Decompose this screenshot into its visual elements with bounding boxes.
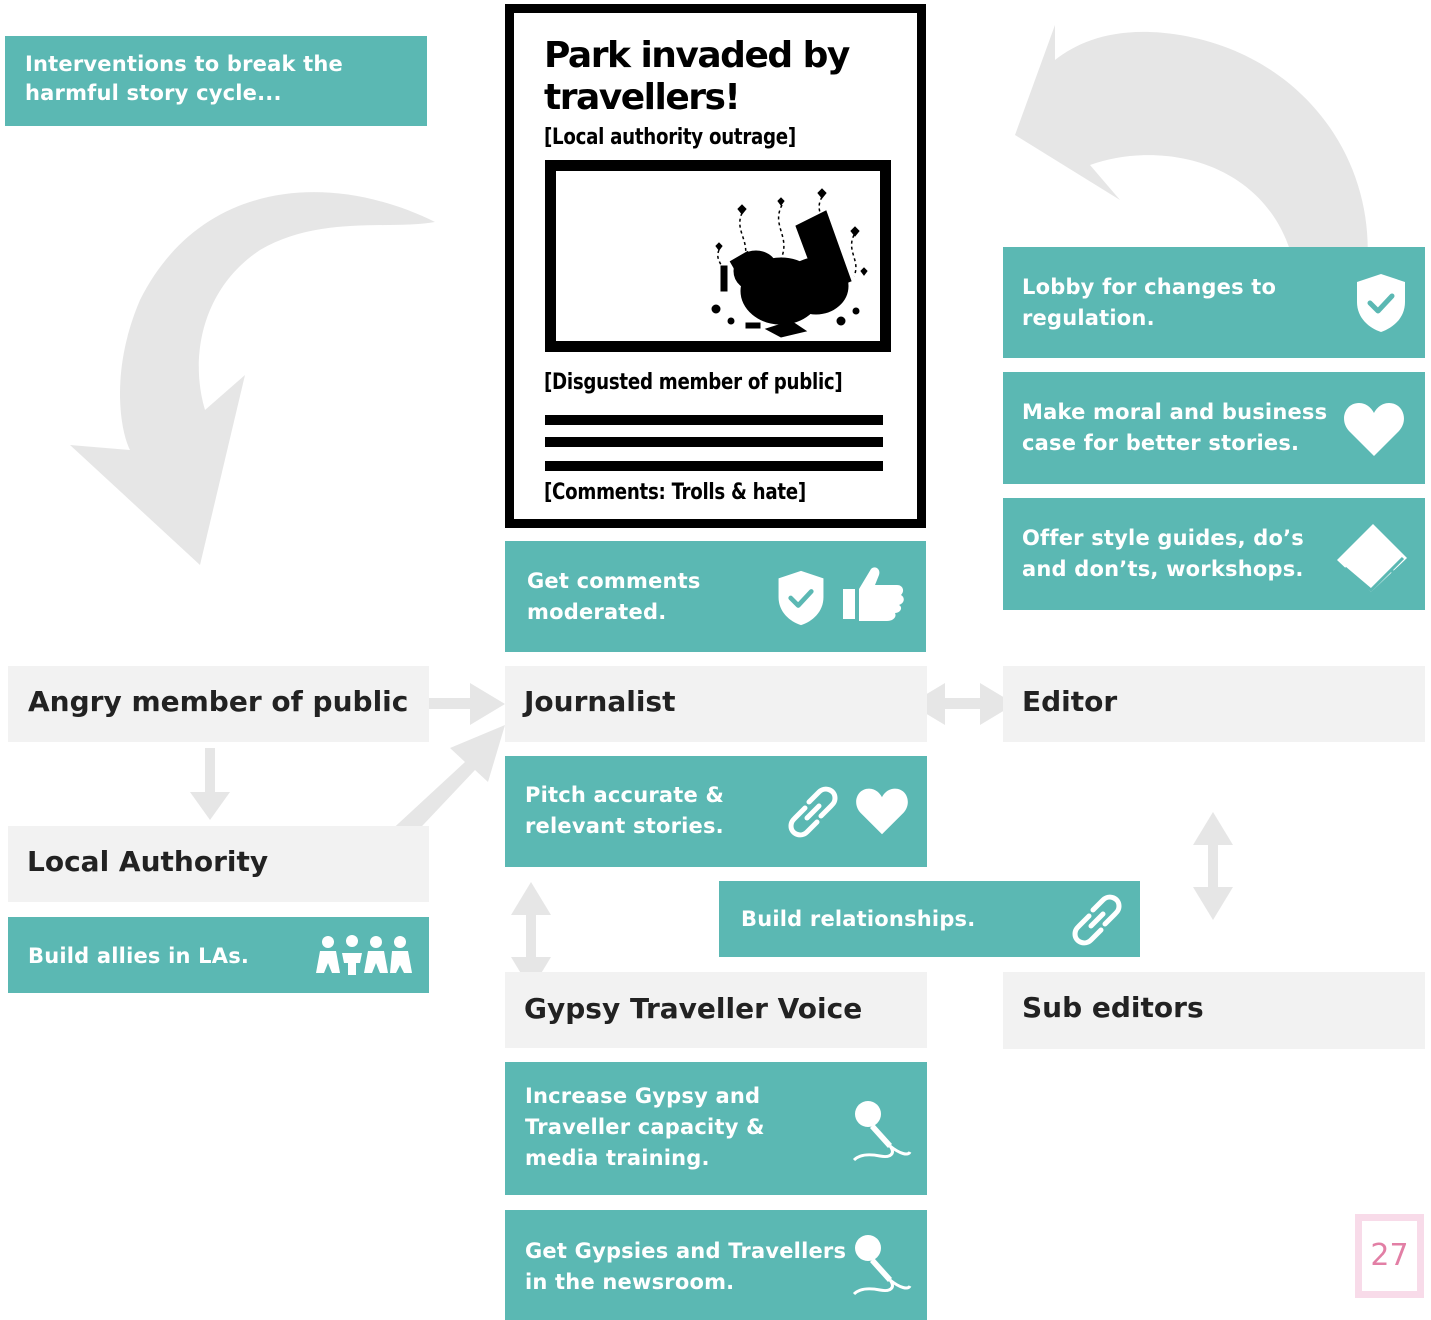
editor-label: Editor <box>1022 685 1118 718</box>
newspaper-photo-caption: [Disgusted member of public] <box>544 370 843 395</box>
moral-case-text: Make moral and business case for better … <box>1022 400 1328 455</box>
people-group-icon <box>314 935 416 975</box>
newspaper-sub-caption: [Local authority outrage] <box>544 125 796 150</box>
allies-box: Build allies in LAs. <box>8 917 429 993</box>
style-guides-text: Offer style guides, do’s and don’ts, wor… <box>1022 526 1304 581</box>
microphone-icon <box>850 1232 912 1298</box>
newspaper-rule-2 <box>545 437 883 447</box>
rubbish-pile-icon <box>711 188 868 338</box>
moderate-box: Get comments moderated. <box>505 541 926 652</box>
allies-text: Build allies in LAs. <box>28 944 250 968</box>
moral-case-box: Make moral and business case for better … <box>1003 372 1425 484</box>
arrow-public-to-la <box>190 748 230 820</box>
moderate-text: Get comments moderated. <box>527 569 701 624</box>
angry-public-label: Angry member of public <box>28 685 409 718</box>
newspaper-rule-3 <box>545 461 883 471</box>
shield-check-icon <box>775 569 827 627</box>
journalist-label: Journalist <box>524 685 676 718</box>
lobby-text: Lobby for changes to regulation. <box>1022 275 1277 330</box>
heart-icon <box>1343 400 1405 458</box>
heart-icon <box>855 786 909 836</box>
link-icon <box>785 784 841 840</box>
shield-check-icon <box>1355 272 1407 334</box>
book-icon <box>1333 520 1411 592</box>
capacity-box: Increase Gypsy and Traveller capacity & … <box>505 1062 927 1195</box>
link-icon <box>1069 892 1125 948</box>
thumbs-up-icon <box>841 565 905 621</box>
pitch-text: Pitch accurate & relevant stories. <box>525 783 724 838</box>
microphone-icon <box>850 1098 912 1164</box>
angry-public-box: Angry member of public <box>8 666 429 742</box>
page-number: 27 <box>1355 1214 1424 1298</box>
intro-text: Interventions to break the harmful story… <box>25 52 343 105</box>
cycle-arrow-right <box>1015 25 1368 350</box>
local-authority-box: Local Authority <box>8 826 429 902</box>
arrow-editor-subeditors <box>1193 812 1233 920</box>
gypsy-voice-box: Gypsy Traveller Voice <box>505 972 927 1048</box>
gypsy-voice-label: Gypsy Traveller Voice <box>524 992 863 1025</box>
arrow-public-to-journalist <box>428 683 505 725</box>
newspaper: Park invaded by travellers! [Local autho… <box>505 4 926 528</box>
relationships-box: Build relationships. <box>719 881 1140 957</box>
style-guides-box: Offer style guides, do’s and don’ts, wor… <box>1003 498 1425 610</box>
newspaper-photo <box>545 160 891 352</box>
newsroom-text: Get Gypsies and Travellers in the newsro… <box>525 1239 847 1294</box>
cycle-arrow-left <box>70 192 435 565</box>
sub-editors-label: Sub editors <box>1022 991 1204 1024</box>
newsroom-box: Get Gypsies and Travellers in the newsro… <box>505 1210 927 1320</box>
lobby-box: Lobby for changes to regulation. <box>1003 247 1425 358</box>
pitch-box: Pitch accurate & relevant stories. <box>505 756 927 867</box>
relationships-text: Build relationships. <box>741 907 976 931</box>
newspaper-headline: Park invaded by travellers! <box>544 35 850 118</box>
editor-box: Editor <box>1003 666 1425 742</box>
capacity-text: Increase Gypsy and Traveller capacity & … <box>525 1084 765 1170</box>
journalist-box: Journalist <box>505 666 927 742</box>
local-authority-label: Local Authority <box>27 845 269 878</box>
newspaper-comments-caption: [Comments: Trolls & hate] <box>544 480 806 505</box>
intro-box: Interventions to break the harmful story… <box>5 36 427 126</box>
arrow-journalist-editor <box>910 683 1015 725</box>
sub-editors-box: Sub editors <box>1003 972 1425 1049</box>
newspaper-rule-1 <box>545 415 883 425</box>
